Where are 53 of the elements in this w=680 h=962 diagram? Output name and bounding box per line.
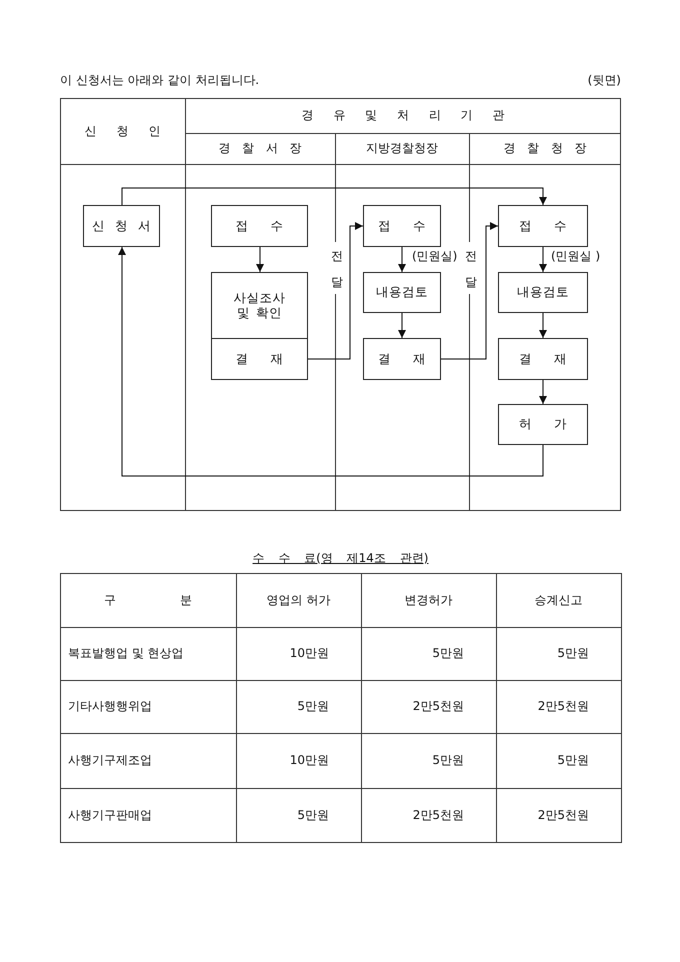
process-box: 내용검토 xyxy=(363,272,441,313)
fee-cell: 5만원 xyxy=(297,806,329,824)
process-box: 신 청 서 xyxy=(83,205,160,247)
process-box: 접 수 xyxy=(211,205,308,247)
arrow xyxy=(398,246,406,272)
process-box: 접 수 xyxy=(498,205,588,247)
column-header: 신 청 인 xyxy=(84,122,160,140)
column-header: 영업의 허가 xyxy=(266,592,330,608)
fee-cell: 5만원 xyxy=(297,698,329,715)
table-title: 수 수 료(영 제14조 관련) xyxy=(252,550,428,566)
edge-label: 전달 xyxy=(331,242,343,294)
fee-cell: 5만원 xyxy=(557,645,589,662)
column-header: 변경허가 xyxy=(404,592,452,608)
annotation: (민원실 ) xyxy=(551,248,600,265)
arrow xyxy=(440,222,498,360)
column-header: 지방경찰청장 xyxy=(366,140,438,157)
fee-cell: 2만5천원 xyxy=(538,806,589,824)
annotation: (민원실) xyxy=(412,248,458,265)
column-header: 경 유 및 처 리 기 관 xyxy=(302,107,504,124)
arrow xyxy=(118,246,544,476)
table-cell: 사행기구제조업 xyxy=(68,752,152,769)
column-header: 경 찰 서 장 xyxy=(218,140,302,157)
column-header: 경 찰 청 장 xyxy=(503,140,587,157)
table-cell: 복표발행업 및 현상업 xyxy=(68,645,184,662)
fee-cell: 10만원 xyxy=(290,645,329,662)
intro-text: 이 신청서는 아래와 같이 처리됩니다. xyxy=(60,72,260,88)
edge-label: 전달 xyxy=(465,242,477,294)
arrow xyxy=(398,312,406,338)
process-box: 결 재 xyxy=(363,338,441,380)
fee-cell: 2만5천원 xyxy=(412,698,464,715)
fee-cell: 2만5천원 xyxy=(412,806,464,824)
fee-cell: 2만5천원 xyxy=(538,698,589,715)
column-header: 승계신고 xyxy=(534,592,582,608)
process-box: 허 가 xyxy=(498,404,588,445)
arrow xyxy=(539,312,547,338)
arrow xyxy=(539,380,547,404)
column-header: 구 분 xyxy=(104,592,192,608)
process-box: 사실조사 및 확인 xyxy=(211,272,308,339)
fee-cell: 5만원 xyxy=(432,752,464,769)
fee-cell: 5만원 xyxy=(557,752,589,769)
process-box: 내용검토 xyxy=(498,272,588,313)
process-box: 결 재 xyxy=(498,338,588,380)
arrow xyxy=(539,246,547,272)
process-box: 결 재 xyxy=(211,338,308,380)
table-cell: 기타사행행위업 xyxy=(68,698,152,715)
arrow xyxy=(308,222,364,360)
arrow xyxy=(122,188,547,206)
fee-cell: 10만원 xyxy=(290,752,329,769)
process-box: 접 수 xyxy=(363,205,441,247)
arrow xyxy=(256,246,264,272)
table-cell: 사행기구판매업 xyxy=(68,806,152,824)
page-side-note: (뒷면) xyxy=(588,72,621,88)
fee-cell: 5만원 xyxy=(432,645,464,662)
